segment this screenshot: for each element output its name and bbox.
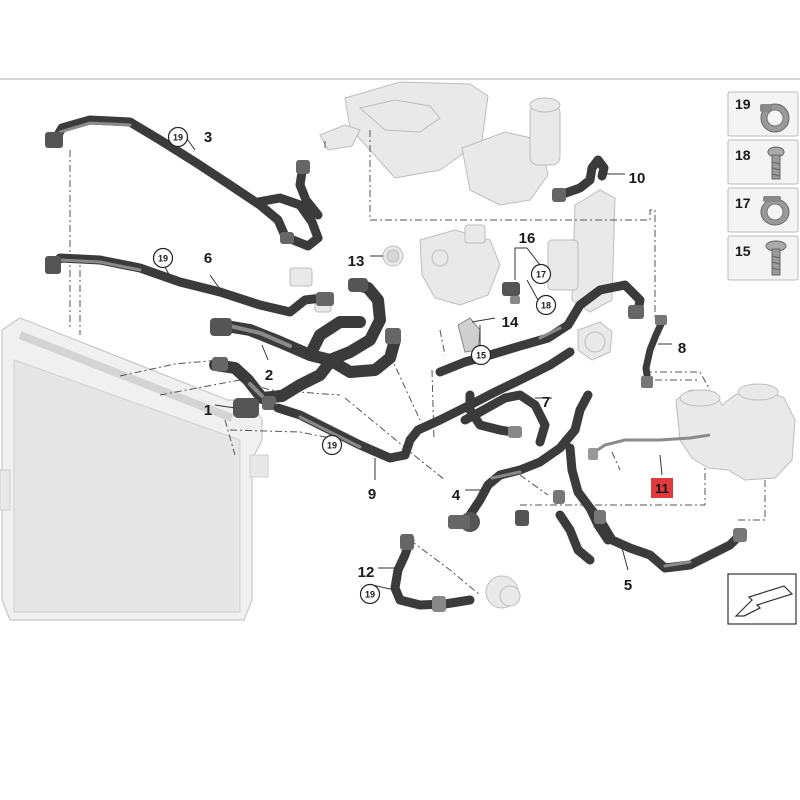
small-parts — [457, 282, 520, 353]
aux-pump-ghost — [485, 575, 521, 609]
callout-19: 19 — [359, 583, 381, 605]
dash-lines — [69, 130, 766, 596]
legend-label: 15 — [735, 243, 751, 259]
view-arrow-icon — [727, 573, 797, 625]
expansion-tank-ghost — [675, 383, 796, 481]
callout-label: 6 — [204, 250, 212, 267]
callout-label: 9 — [368, 486, 376, 503]
highlight-box — [651, 478, 673, 498]
callout-circle — [321, 434, 343, 456]
callout-label: 19 — [365, 590, 375, 600]
callout-15: 15 — [470, 344, 492, 366]
callout-label: 19 — [158, 254, 168, 264]
callout-label: 11 — [655, 481, 669, 496]
callout-9: 9 — [368, 486, 376, 503]
oil-filter-housing-ghost — [461, 97, 561, 206]
radiator — [0, 317, 269, 621]
top-rule — [0, 78, 800, 80]
water-pump-ghost — [577, 321, 613, 361]
callout-circle — [530, 263, 552, 285]
oil-cooler-ghost — [547, 189, 616, 313]
callout-12: 12 — [358, 564, 375, 581]
callout-label: 5 — [624, 577, 632, 594]
legend-panel: 19 18 17 15 — [727, 91, 799, 281]
legend-label: 19 — [735, 96, 751, 112]
hose-12 — [390, 534, 475, 612]
screw-icon — [765, 240, 787, 276]
callout-circle — [167, 126, 189, 148]
callout-circle — [535, 294, 557, 316]
callout-label: 18 — [541, 301, 551, 311]
callout-label: 7 — [542, 394, 550, 411]
engine-intake-ghost — [319, 81, 489, 179]
callout-5: 5 — [624, 577, 632, 594]
bolt-icon — [767, 146, 785, 180]
callout-circle — [152, 247, 174, 269]
legend-label: 18 — [735, 147, 751, 163]
callout-1: 1 — [204, 402, 212, 419]
callout-label: 19 — [327, 441, 337, 451]
callout-8: 8 — [678, 340, 686, 357]
callout-label: 15 — [476, 351, 486, 361]
callout-18: 18 — [535, 294, 557, 316]
callout-label: 17 — [536, 270, 546, 280]
callout-4: 4 — [452, 487, 461, 504]
callout-13: 13 — [348, 253, 365, 270]
hose-clamp-icon — [760, 196, 790, 226]
hose-clamp-icon — [760, 103, 790, 133]
callout-10: 10 — [629, 170, 646, 187]
callout-label: 4 — [452, 487, 461, 504]
thermostat-housing-ghost — [419, 224, 501, 306]
hose-1 — [209, 356, 336, 418]
hose-2 — [210, 278, 401, 378]
callout-16: 16 — [519, 230, 536, 247]
callout-14: 14 — [502, 314, 519, 331]
callout-label: 10 — [629, 170, 646, 187]
hose-3 — [45, 115, 323, 251]
callout-label: 14 — [502, 314, 519, 331]
hose-10 — [552, 155, 609, 202]
callout-3: 3 — [204, 129, 212, 146]
callout-label: 2 — [265, 367, 273, 384]
callout-6: 6 — [204, 250, 212, 267]
callout-label: 16 — [519, 230, 536, 247]
callout-label: 12 — [358, 564, 375, 581]
callout-11: 11 — [651, 478, 673, 498]
callout-circle — [470, 344, 492, 366]
hose-8 — [641, 315, 667, 388]
callout-label: 19 — [173, 133, 183, 143]
callout-17: 17 — [530, 263, 552, 285]
hose-6 — [45, 253, 334, 317]
callout-19: 19 — [152, 247, 174, 269]
callout-label: 8 — [678, 340, 686, 357]
hose-5 — [553, 443, 747, 573]
callout-label: 3 — [204, 129, 212, 146]
legend-label: 17 — [735, 195, 751, 211]
callout-7: 7 — [542, 394, 550, 411]
callout-circle — [359, 583, 381, 605]
callout-2: 2 — [265, 367, 273, 384]
callout-leaders — [159, 135, 672, 591]
callout-19: 19 — [321, 434, 343, 456]
hose-4 — [448, 390, 593, 532]
hose-11 — [588, 433, 711, 460]
callout-19: 19 — [167, 126, 189, 148]
hose-9 — [273, 347, 575, 463]
callout-label: 13 — [348, 253, 365, 270]
callout-label: 1 — [204, 402, 212, 419]
